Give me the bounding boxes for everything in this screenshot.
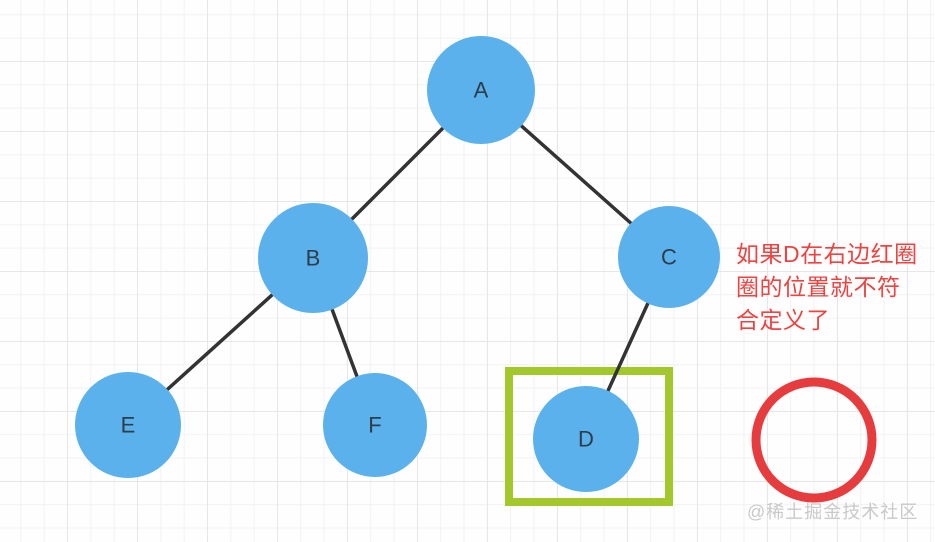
tree-node-C: [618, 206, 720, 308]
nodes-layer: A B C E F D: [75, 36, 720, 492]
tree-node-label-C: C: [661, 245, 677, 270]
red-circle: [751, 377, 877, 503]
highlight-box: [505, 367, 673, 506]
annotation-line-2: 圈的位置就不符: [736, 274, 901, 300]
tree-node-F: [323, 373, 427, 477]
tree-node-label-D: D: [578, 427, 594, 452]
tree-node-B: [258, 203, 368, 313]
annotation-line-3: 合定义了: [736, 307, 830, 333]
annotation-text: 如果D在右边红圈 圈的位置就不符 合定义了: [736, 238, 931, 337]
tree-node-D: [533, 386, 639, 492]
watermark: @稀土掘金技术社区: [747, 502, 919, 522]
annotation-line-1: 如果D在右边红圈: [736, 241, 918, 267]
tree-node-label-B: B: [306, 246, 321, 271]
tree-node-label-F: F: [368, 413, 381, 438]
tree-node-A: [427, 36, 535, 144]
tree-node-label-A: A: [474, 78, 489, 103]
highlight-layer: [505, 367, 673, 506]
overlay-layer: [751, 377, 877, 503]
tree-node-label-E: E: [121, 413, 136, 438]
tree-node-E: [75, 372, 181, 478]
